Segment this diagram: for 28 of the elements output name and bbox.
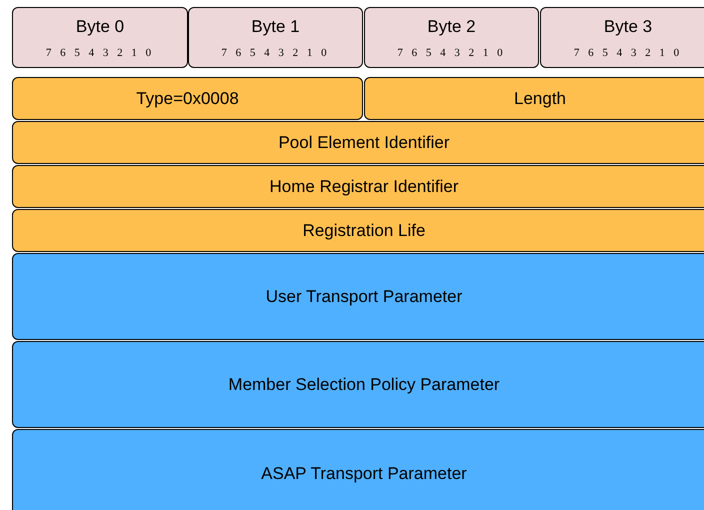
field-label: Byte 2 [427, 16, 476, 36]
byte-header-box [540, 7, 704, 68]
field-label: Home Registrar Identifier [270, 176, 458, 196]
field-label: Length [514, 88, 566, 108]
field-label: Pool Element Identifier [278, 132, 450, 152]
field-label: Type=0x0008 [136, 88, 239, 108]
field-label: ASAP Transport Parameter [261, 464, 467, 484]
field-label: User Transport Parameter [266, 286, 462, 306]
byte-header-box [364, 7, 539, 68]
field-box [12, 77, 363, 120]
bit-numbers: 7 6 5 4 3 2 1 0 [574, 46, 682, 58]
field-label: Byte 1 [251, 16, 300, 36]
field-box [12, 121, 704, 164]
field-label: Registration Life [302, 220, 426, 240]
byte-header-box [188, 7, 363, 68]
bit-numbers: 7 6 5 4 3 2 1 0 [397, 46, 506, 58]
byte-header-box [12, 7, 188, 68]
parameter-box [12, 253, 704, 340]
field-box [12, 209, 704, 252]
bit-numbers: 7 6 5 4 3 2 1 0 [221, 46, 330, 58]
field-box [12, 165, 704, 208]
parameter-box [12, 429, 704, 510]
parameter-box [12, 341, 704, 428]
bit-numbers: 7 6 5 4 3 2 1 0 [46, 46, 154, 58]
field-label: Byte 0 [76, 16, 124, 36]
field-label: Member Selection Policy Parameter [228, 374, 500, 394]
field-label: Byte 3 [604, 16, 652, 36]
field-box [364, 77, 704, 120]
